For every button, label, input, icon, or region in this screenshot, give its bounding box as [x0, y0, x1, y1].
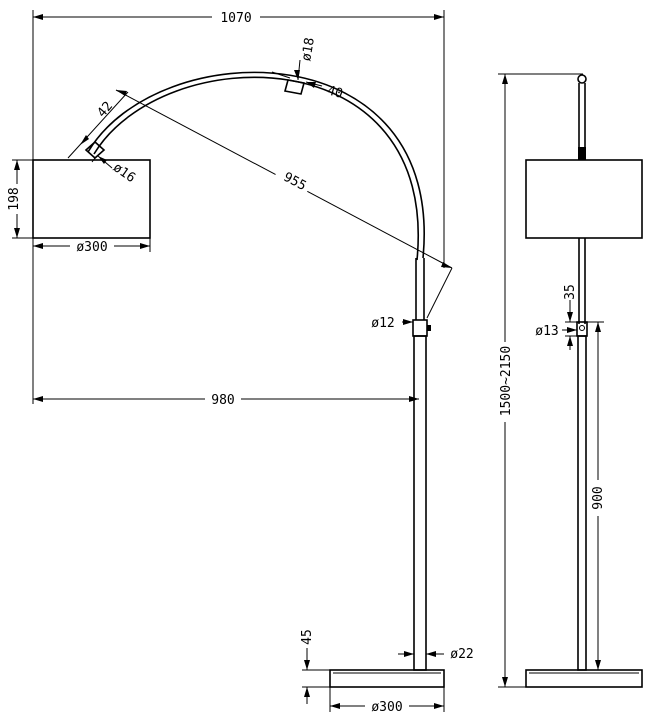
arc-tube-inner: [93, 76, 420, 261]
arc-tube-diameter-label: ø18: [299, 37, 318, 63]
side-view: 1500~2150 35 ø13 900: [498, 73, 643, 688]
front-view: 1070 198 ø300 42 ø16 ø18 40: [7, 8, 474, 715]
base-pole-diameter-label: ø22: [450, 647, 473, 662]
adjuster-height-label: 35: [563, 284, 578, 300]
shade-clamp-length-label: 42: [95, 99, 117, 121]
overall-width-label: 1070: [220, 11, 251, 26]
base-diameter-label: ø300: [371, 700, 402, 715]
shade-height-label: 198: [7, 187, 22, 210]
side-base: [525, 669, 643, 688]
base: [329, 669, 445, 688]
arc-joint-length-label: 40: [325, 83, 344, 102]
arc-tube-outer: [87, 71, 425, 259]
total-height-label: 1500~2150: [499, 346, 514, 416]
lower-pole-height-label: 900: [591, 486, 606, 509]
shade-tube-diameter-label: ø16: [110, 160, 138, 186]
base-height-label: 45: [300, 629, 315, 645]
shade-diameter-label: ø300: [76, 240, 107, 255]
adjuster-diameter-label: ø13: [535, 324, 558, 339]
pole-to-shade-distance-label: 980: [211, 393, 234, 408]
lower-pole: [413, 335, 427, 671]
shade-clamp: [84, 140, 106, 160]
side-lower-pole: [577, 335, 587, 671]
inner-tube-diameter-label: ø12: [371, 316, 394, 331]
height-adjuster: [576, 321, 588, 337]
upper-pole-collar: [412, 319, 428, 337]
arc-joint: [283, 79, 306, 95]
side-lamp-shade: [525, 159, 643, 239]
lamp-shade: [32, 159, 151, 239]
